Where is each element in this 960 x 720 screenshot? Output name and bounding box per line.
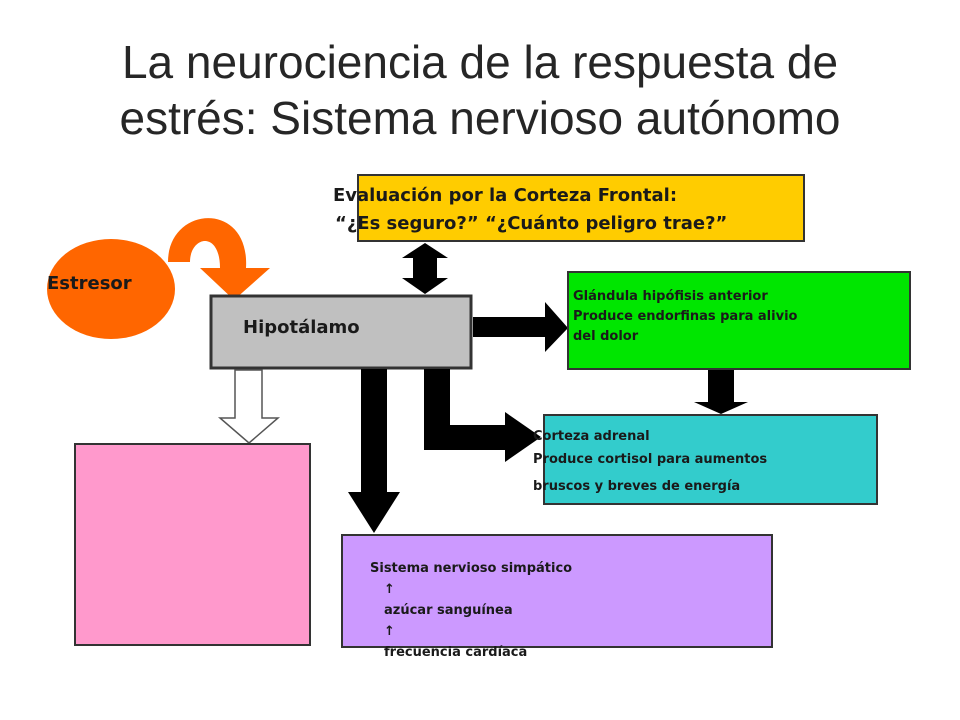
sympathetic-line-1: Sistema nervioso simpático: [370, 561, 573, 576]
adrenal-box: [543, 414, 878, 505]
pituitary-line-2: Produce endorfinas para alivio: [573, 309, 798, 324]
sympathetic-item-2: ↑ frecuencia cardíaca: [370, 621, 572, 663]
adrenal-text: Corteza adrenal Produce cortisol para au…: [533, 425, 767, 498]
sympathetic-box: [341, 534, 773, 648]
title-line-1: La neurociencia de la respuesta de: [121, 36, 839, 88]
pituitary-adrenal-arrow: [694, 370, 748, 414]
hypothalamus-adrenal-arrow: [424, 369, 541, 462]
sympathetic-text: Sistema nervioso simpático ↑ azúcar sangu…: [370, 558, 572, 663]
up-arrow-icon: ↑: [384, 624, 395, 639]
slide-title: La neurociencia de la respuesta de estré…: [0, 34, 960, 146]
evaluation-box: [357, 174, 805, 242]
adrenal-line-1: Corteza adrenal: [533, 429, 650, 444]
pituitary-line-3: del dolor: [573, 329, 639, 344]
sympathetic-item-2-label: frecuencia cardíaca: [384, 645, 528, 660]
hypothalamus-sympathetic-arrow: [348, 369, 400, 533]
adrenal-line-3: bruscos y breves de energía: [533, 479, 741, 494]
stressor-curved-arrow: [168, 218, 270, 300]
evaluation-text: Evaluación por la Corteza Frontal: “¿Es …: [333, 182, 727, 238]
pituitary-box: [567, 271, 911, 370]
empty-box: [74, 443, 311, 646]
hypothalamus-label: Hipotálamo: [243, 317, 360, 338]
stressor-shape: [47, 239, 175, 339]
pituitary-text: Glándula hipófisis anterior Produce endo…: [573, 287, 797, 347]
pituitary-line-1: Glándula hipófisis anterior: [573, 289, 768, 304]
hypothalamus-pituitary-arrow: [473, 302, 568, 352]
evaluation-hypothalamus-double-arrow: [402, 243, 448, 294]
hypothalamus-empty-box-hollow-arrow: [217, 369, 281, 444]
sympathetic-item-1-label: azúcar sanguínea: [384, 603, 513, 618]
up-arrow-icon: ↑: [384, 582, 395, 597]
stressor-label: Estresor: [47, 273, 132, 294]
evaluation-line-1: Evaluación por la Corteza Frontal:: [333, 185, 678, 206]
adrenal-line-2: Produce cortisol para aumentos: [533, 452, 768, 467]
evaluation-line-2: “¿Es seguro?” “¿Cuánto peligro trae?”: [335, 213, 728, 234]
sympathetic-item-1: ↑ azúcar sanguínea: [370, 579, 572, 621]
title-line-2: estrés: Sistema nervioso autónomo: [119, 92, 841, 144]
hypothalamus-box: [209, 294, 473, 370]
